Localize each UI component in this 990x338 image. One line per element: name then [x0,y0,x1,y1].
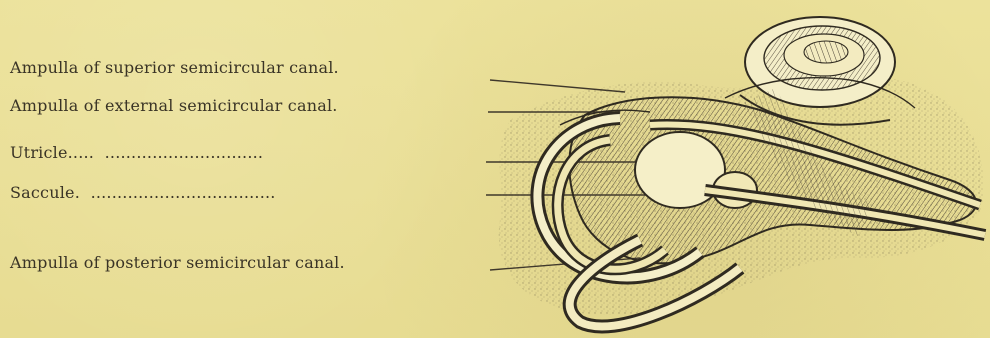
labyrinth-illustration [0,0,990,338]
